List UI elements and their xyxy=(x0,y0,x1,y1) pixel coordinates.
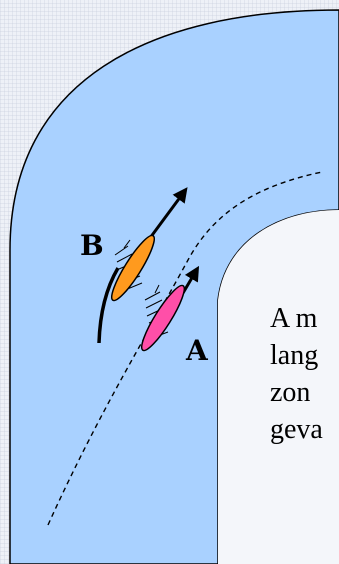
fish-a xyxy=(141,284,185,352)
label-a: A xyxy=(185,334,209,367)
caption-line: geva xyxy=(270,414,323,445)
caption-line: lang xyxy=(270,340,319,371)
fish-b-arrow xyxy=(148,187,188,239)
label-b: B xyxy=(80,229,104,262)
fish-b xyxy=(111,234,155,302)
caption-line: zon xyxy=(270,377,311,408)
fish-b-trajectory xyxy=(97,267,120,344)
caption-line: A m xyxy=(270,303,318,334)
fish-a-arrow xyxy=(181,265,200,294)
caption-text: A m lang zon geva xyxy=(270,300,323,448)
inner-bank xyxy=(218,210,339,564)
